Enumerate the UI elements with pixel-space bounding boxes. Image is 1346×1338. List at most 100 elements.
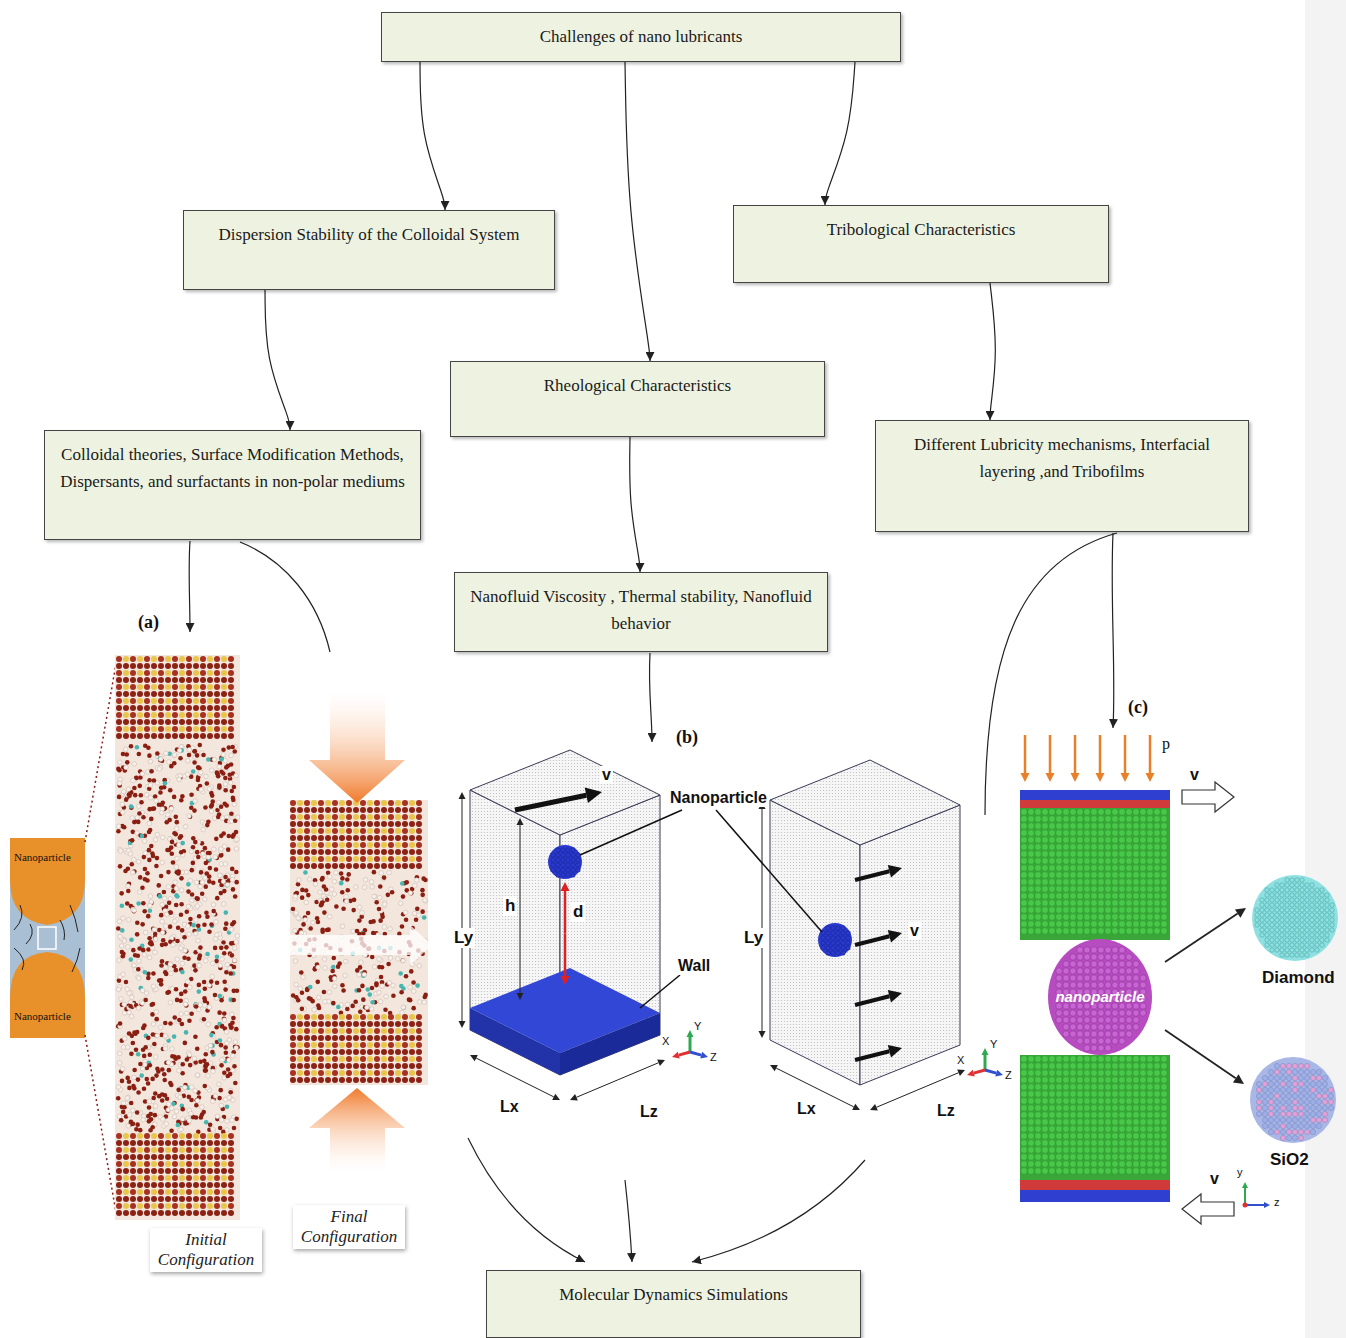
md-snapshot [186,1161,192,1167]
md-snapshot [195,1046,200,1051]
md-snapshot [162,1072,167,1077]
md-snapshot [235,988,240,993]
md-snapshot [123,1140,129,1146]
md-snapshot [290,807,296,813]
md-snapshot [138,1062,143,1067]
md-snapshot [136,1052,141,1057]
md-snapshot [177,1068,182,1073]
md-snapshot [351,929,356,934]
md-snapshot [144,677,150,683]
md-snapshot [207,1147,213,1153]
md-snapshot [148,903,153,908]
md-snapshot [218,994,223,999]
md-snapshot [193,677,199,683]
md-snapshot [199,787,204,792]
md-snapshot [414,917,419,922]
md-snapshot [207,656,213,662]
md-snapshot [124,797,129,802]
md-snapshot [306,893,311,898]
md-snapshot [204,774,209,779]
md-snapshot [180,841,185,846]
md-snapshot [214,733,220,739]
md-snapshot [228,691,234,697]
md-snapshot [214,1196,220,1202]
md-snapshot [206,757,211,762]
md-snapshot [116,926,121,931]
md-snapshot [411,980,416,985]
md-snapshot [167,901,172,906]
md-snapshot [360,849,366,855]
md-snapshot [142,909,147,914]
md-snapshot [116,656,122,662]
md-snapshot [225,962,230,967]
md-snapshot [395,863,401,869]
md-snapshot [144,1189,150,1195]
md-snapshot [156,1069,161,1074]
md-snapshot [374,828,380,834]
md-snapshot [231,1068,236,1073]
md-snapshot [148,828,153,833]
md-snapshot [207,684,213,690]
md-snapshot [154,1009,159,1014]
md-snapshot [313,882,318,887]
md-snapshot [214,726,220,732]
md-snapshot [377,965,382,970]
md-snapshot [367,814,373,820]
md-snapshot [208,866,213,871]
md-snapshot [207,1154,213,1160]
md-snapshot [186,656,192,662]
md-snapshot [144,1182,150,1188]
md-snapshot [395,800,401,806]
md-snapshot [198,770,203,775]
md-snapshot [163,781,168,786]
md-snapshot [413,883,418,888]
md-snapshot [137,890,142,895]
md-snapshot [131,1108,136,1113]
md-snapshot [192,749,197,754]
md-snapshot [153,794,158,799]
md-snapshot [158,726,164,732]
md-snapshot [340,983,345,988]
md-snapshot [202,1017,207,1022]
md-snapshot [172,656,178,662]
md-snapshot [144,1077,149,1082]
md-snapshot [363,877,368,882]
md-snapshot [330,969,335,974]
md-snapshot [168,1021,173,1026]
md-snapshot [137,784,142,789]
md-snapshot [225,883,230,888]
md-snapshot [214,691,220,697]
md-snapshot [214,1140,220,1146]
md-snapshot [360,842,366,848]
md-snapshot [173,880,178,885]
md-snapshot [141,1118,146,1123]
md-snapshot [122,1002,127,1007]
md-snapshot [186,684,192,690]
md-snapshot [357,973,362,978]
md-snapshot [149,817,154,822]
md-snapshot [130,838,135,843]
md-snapshot [398,971,403,976]
md-snapshot [152,778,157,783]
md-snapshot [209,804,214,809]
md-snapshot [179,656,185,662]
md-snapshot [232,802,237,807]
md-snapshot [362,972,367,977]
md-snapshot [123,1210,129,1216]
md-snapshot [136,976,141,981]
md-snapshot [158,719,164,725]
md-snapshot [388,821,394,827]
md-snapshot [163,1046,168,1051]
md-snapshot [228,684,234,690]
md-snapshot [143,970,148,975]
md-snapshot [351,908,356,913]
md-snapshot [409,828,415,834]
md-snapshot [174,826,179,831]
md-snapshot [408,891,413,896]
md-snapshot [129,957,134,962]
md-snapshot [137,959,142,964]
md-snapshot [151,1189,157,1195]
md-snapshot [175,957,180,962]
md-snapshot [137,691,143,697]
md-snapshot [129,744,134,749]
